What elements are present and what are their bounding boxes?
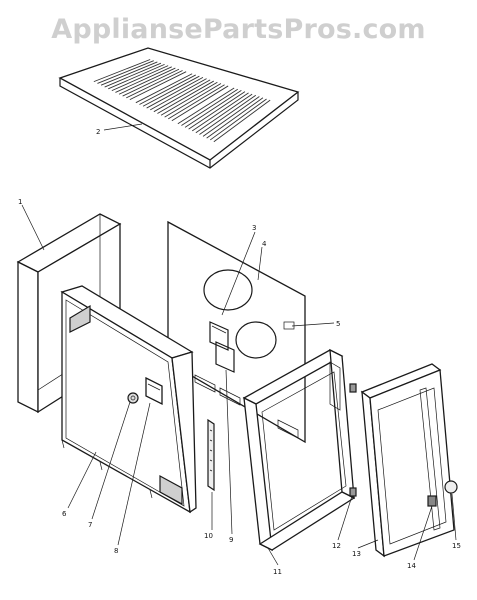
grille-louver-slot [150, 78, 207, 111]
callout-15: 15 [452, 542, 461, 550]
grille-louver-slot [108, 63, 165, 90]
grille-louver-slot [129, 71, 187, 101]
right-side-frame-part [242, 348, 356, 552]
grille-louver-slot [118, 67, 176, 95]
grille-louver-slot [126, 70, 183, 99]
callout-1: 1 [18, 198, 22, 206]
grille-louver-slot [213, 99, 271, 143]
callout-8: 8 [114, 547, 118, 555]
grille-louver-slot [184, 90, 242, 128]
callout-9: 9 [229, 536, 233, 544]
callout-6: 6 [62, 510, 67, 518]
callout-10: 10 [204, 532, 213, 540]
grille-louver-slot [164, 83, 222, 118]
door-part [360, 363, 455, 558]
callout-3: 3 [252, 224, 256, 232]
grille-louver-slot [97, 60, 154, 84]
door-latch-part [427, 495, 437, 507]
callout-5: 5 [336, 320, 340, 328]
grille-louver-slot [104, 62, 162, 88]
grille-louver-slot [206, 97, 264, 139]
grille-louver-slot [188, 91, 246, 130]
grille-louver-slot [209, 98, 267, 141]
control-plate-part [145, 376, 163, 406]
grille-louver-slot [181, 88, 239, 126]
grille-louver-slot [122, 68, 180, 97]
knob-part [127, 392, 139, 404]
grille-louver-slot [195, 93, 253, 134]
callout-4: 4 [262, 240, 267, 248]
grille-louver-slot [153, 79, 211, 113]
grille-louver-slot [157, 80, 214, 114]
leader-lines [21, 123, 457, 566]
front-panel-part [60, 285, 197, 514]
grille-louver-slot [93, 59, 151, 83]
grille-louver-slot [177, 87, 235, 125]
top-grille-part [58, 47, 300, 169]
grille-louver-slot [142, 75, 200, 107]
grille-louver-slot [139, 74, 196, 105]
callout-11: 11 [273, 568, 282, 576]
callout-13: 13 [352, 550, 361, 558]
callout-14: 14 [407, 562, 416, 570]
grille-louver-slot [100, 61, 158, 86]
watermark-text: AppliansePartsPros.com [51, 14, 426, 45]
grille-louver-slot [160, 81, 218, 116]
heater-element-part [207, 418, 215, 492]
grille-louver-slot [146, 77, 204, 109]
callout-labels: 2 1 3 4 5 6 7 8 10 9 11 12 13 14 15 [18, 128, 461, 576]
grille-louver-slot [202, 96, 260, 137]
grille-louver-slot [135, 73, 193, 104]
callout-2: 2 [96, 128, 100, 136]
door-knob-part [444, 480, 458, 494]
grille-louver-slot [199, 94, 257, 135]
grille-louver-slot [115, 66, 172, 93]
control-bracket-part [209, 321, 235, 373]
grille-louver-slot [191, 92, 249, 132]
grille-louver-slot [168, 84, 225, 120]
callout-12: 12 [332, 542, 341, 550]
grille-louver-slot [171, 85, 229, 122]
grille-louver-slot [111, 65, 169, 92]
hinge-parts [349, 383, 357, 497]
callout-7: 7 [88, 521, 92, 529]
